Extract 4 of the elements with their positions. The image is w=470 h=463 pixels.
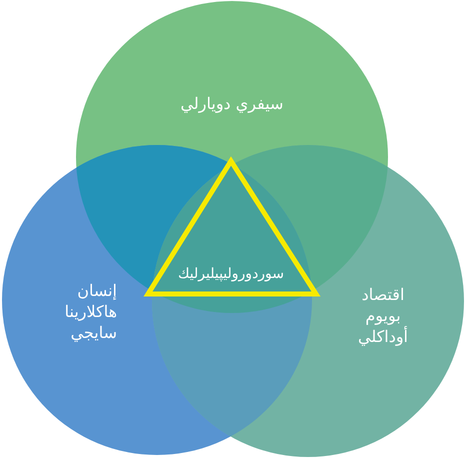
label: اقتصاد بويوم أوداكلي	[357, 284, 409, 347]
label: سيفري دويارلي	[180, 93, 284, 115]
label: إنسان هاكلارينا سايجي	[64, 280, 117, 343]
label: سوردوروليپيليرليك	[176, 265, 286, 284]
